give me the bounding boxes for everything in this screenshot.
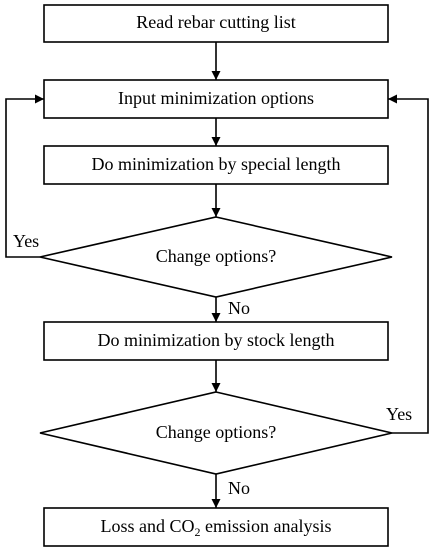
node-analysis-label-post: emission analysis xyxy=(201,516,332,536)
node-decision-1: Change options? xyxy=(39,216,393,298)
node-input-options: Input minimization options xyxy=(43,79,389,119)
node-decision-2: Change options? xyxy=(39,391,393,475)
node-min-stock-label: Do minimization by stock length xyxy=(98,330,335,350)
node-decision-2-label: Change options? xyxy=(156,422,276,442)
node-read-list-label: Read rebar cutting list xyxy=(136,12,295,32)
edge-decision1-yes-label: Yes xyxy=(13,231,39,251)
arrow-decision1-yes-loop xyxy=(5,94,44,258)
node-analysis: Loss and CO2 emission analysis xyxy=(43,507,389,547)
node-input-options-label: Input minimization options xyxy=(118,88,314,108)
edge-decision2-no-label: No xyxy=(228,478,250,498)
node-read-list: Read rebar cutting list xyxy=(43,4,389,43)
node-decision-1-label: Change options? xyxy=(156,246,276,266)
node-min-special: Do minimization by special length xyxy=(43,145,389,185)
node-min-special-label: Do minimization by special length xyxy=(92,154,341,174)
node-min-stock: Do minimization by stock length xyxy=(43,321,389,361)
node-analysis-label: Loss and CO2 emission analysis xyxy=(101,516,332,539)
edge-decision1-no-label: No xyxy=(228,298,250,318)
arrow-decision2-yes-loop xyxy=(388,94,429,434)
edge-decision2-yes-label: Yes xyxy=(386,404,412,424)
node-analysis-label-pre: Loss and CO xyxy=(101,516,195,536)
node-analysis-label-sub: 2 xyxy=(195,525,201,539)
